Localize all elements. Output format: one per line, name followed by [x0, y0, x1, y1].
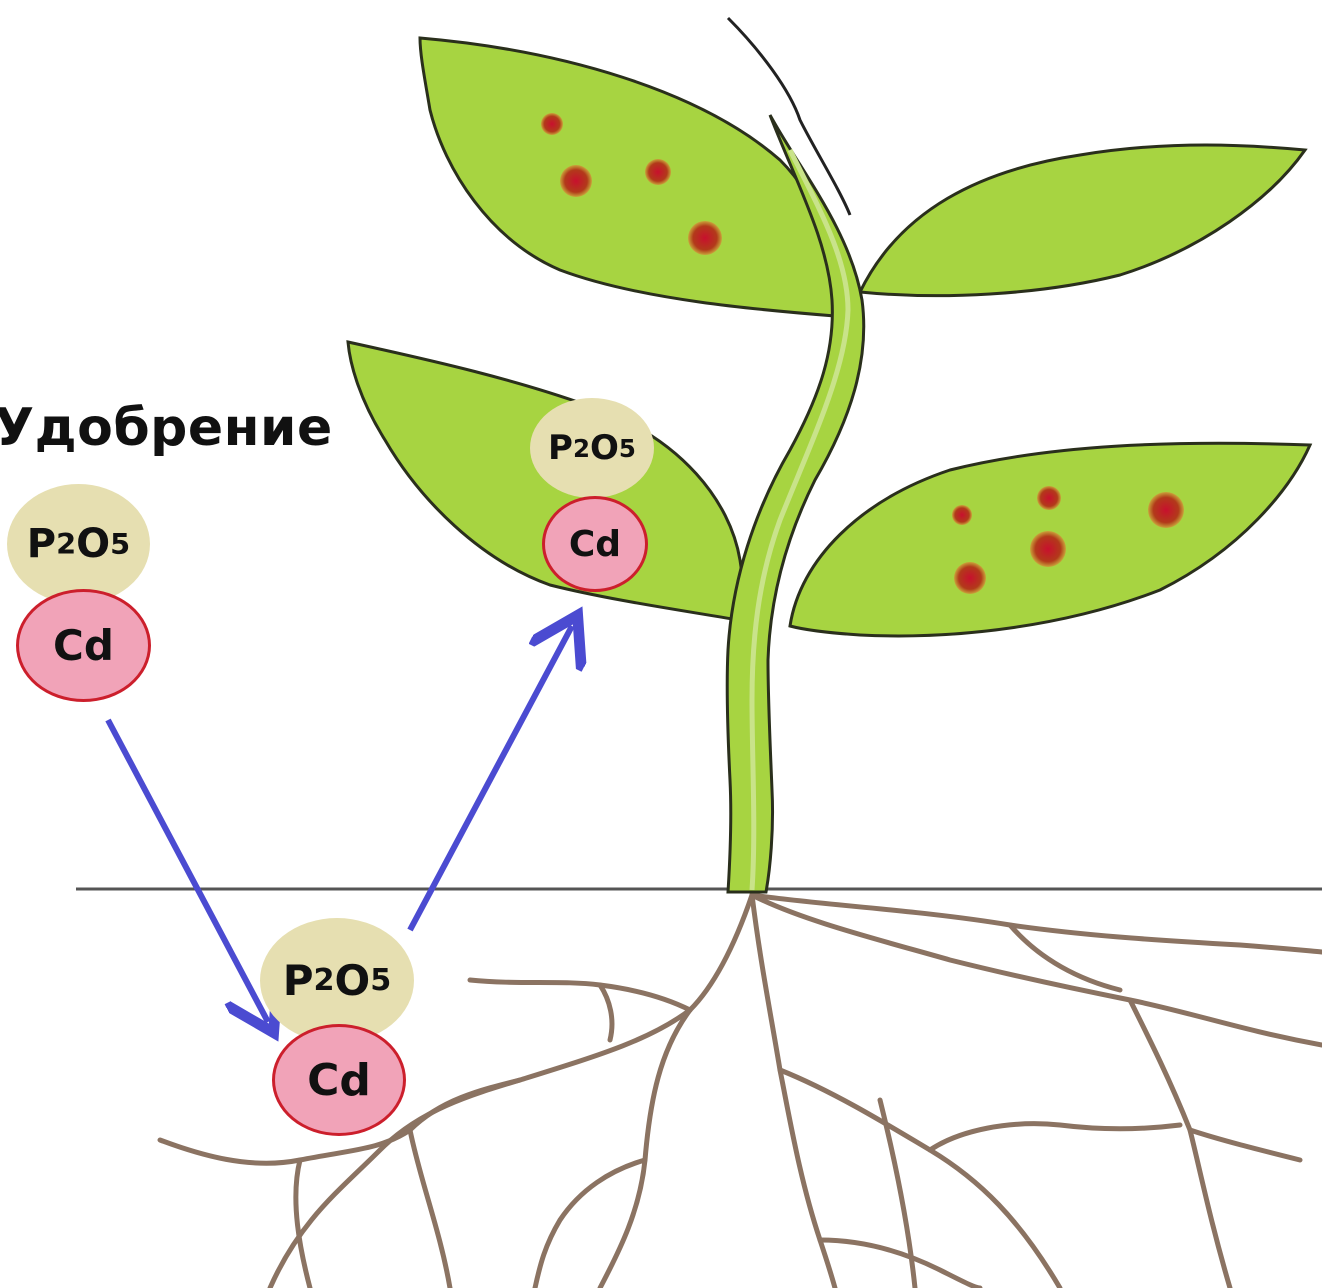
leaves	[348, 38, 1310, 636]
p2o5-sub-b: 5	[619, 434, 636, 463]
p2o5-symbol: P	[548, 428, 573, 468]
p2o5-mid: O	[76, 521, 110, 567]
p2o5-symbol: P	[27, 521, 56, 567]
leaf-upper-left	[420, 38, 836, 316]
p2o5-sub-b: 5	[110, 527, 130, 561]
p2o5-sub-b: 5	[370, 963, 391, 998]
arrow-soil-to-leaf	[410, 626, 572, 930]
cd-particle-fertilizer: Cd	[16, 589, 151, 702]
cd-particle-leaf: Cd	[542, 496, 648, 592]
diagram-title: Удобрение	[0, 398, 333, 458]
p2o5-sub-a: 2	[313, 963, 334, 998]
p2o5-mid: O	[335, 956, 371, 1005]
leaf-upper-right	[860, 145, 1305, 296]
p2o5-symbol: P	[283, 956, 314, 1005]
arrow-fertilizer-to-soil	[108, 720, 268, 1022]
p2o5-sub-a: 2	[56, 527, 76, 561]
p2o5-sub-a: 2	[573, 434, 590, 463]
cd-particle-soil: Cd	[272, 1024, 406, 1136]
p2o5-mid: O	[590, 428, 619, 468]
